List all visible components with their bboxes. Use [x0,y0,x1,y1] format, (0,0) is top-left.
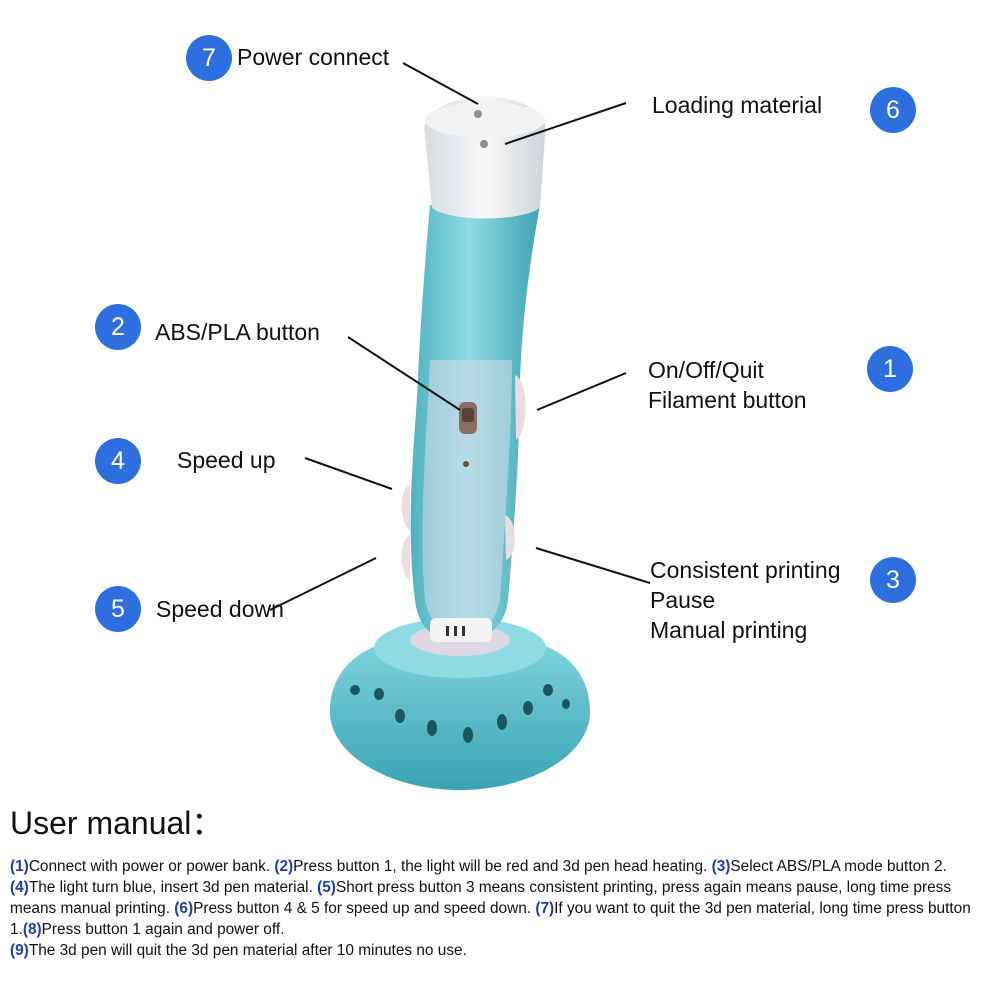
callout-7-badge: 7 [186,35,232,81]
callout-4-badge: 4 [95,438,141,484]
callout-4-label: Speed up [177,447,276,473]
step-6-number: (6) [174,900,194,917]
pen-stand [330,618,590,790]
step-4-number: (4) [10,879,29,896]
callout-1-badge: 1 [867,346,913,392]
step-7-text: If you want to quit the 3d pen material,… [10,900,971,938]
pen-illustration [269,62,651,790]
callout-1-label-line-1: On/Off/Quit [648,357,764,383]
step-8-number: (8) [22,921,42,938]
step-7-number: (7) [535,900,555,917]
step-9-number: (9) [10,942,29,959]
step-8-text: Press button 1 again and power off. [41,921,285,938]
callout-2-badge: 2 [95,304,141,350]
manual-text: (1)Connect with power or power bank. (2)… [10,856,980,961]
step-1-text: Connect with power or power bank. [28,858,275,875]
step-9-text: The 3d pen will quit the 3d pen material… [28,942,467,959]
pen-cap [424,96,546,219]
step-5-text: Short press button 3 means consistent pr… [10,879,952,917]
callout-7-label: Power connect [237,44,390,70]
step-4-text: The light turn blue, insert 3d pen mater… [28,879,318,896]
step-2-number: (2) [274,858,294,875]
callout-3-badge: 3 [870,557,916,603]
pen-body [401,205,540,642]
callout-6-badge: 6 [870,87,916,133]
callout-3-label-line-3: Manual printing [650,617,808,643]
step-3-number: (3) [711,858,731,875]
callout-3-label-line-1: Consistent printing [650,557,841,583]
step-6-text: Press button 4 & 5 for speed up and spee… [193,900,536,917]
callout-3-label-line-2: Pause [650,587,716,613]
manual-title: User manual： [10,805,224,841]
callout-5-badge: 5 [95,586,141,632]
step-3-text: Select ABS/PLA mode button 2. [730,858,947,875]
callout-2-label: ABS/PLA button [155,319,320,345]
step-1-number: (1) [10,858,29,875]
callout-6-label: Loading material [652,92,823,118]
step-5-number: (5) [317,879,336,896]
callout-1-label-line-2: Filament button [648,387,807,413]
callout-5-label: Speed down [156,596,284,622]
leader-lines [269,62,651,611]
step-2-text: Press button 1, the light will be red an… [293,858,712,875]
